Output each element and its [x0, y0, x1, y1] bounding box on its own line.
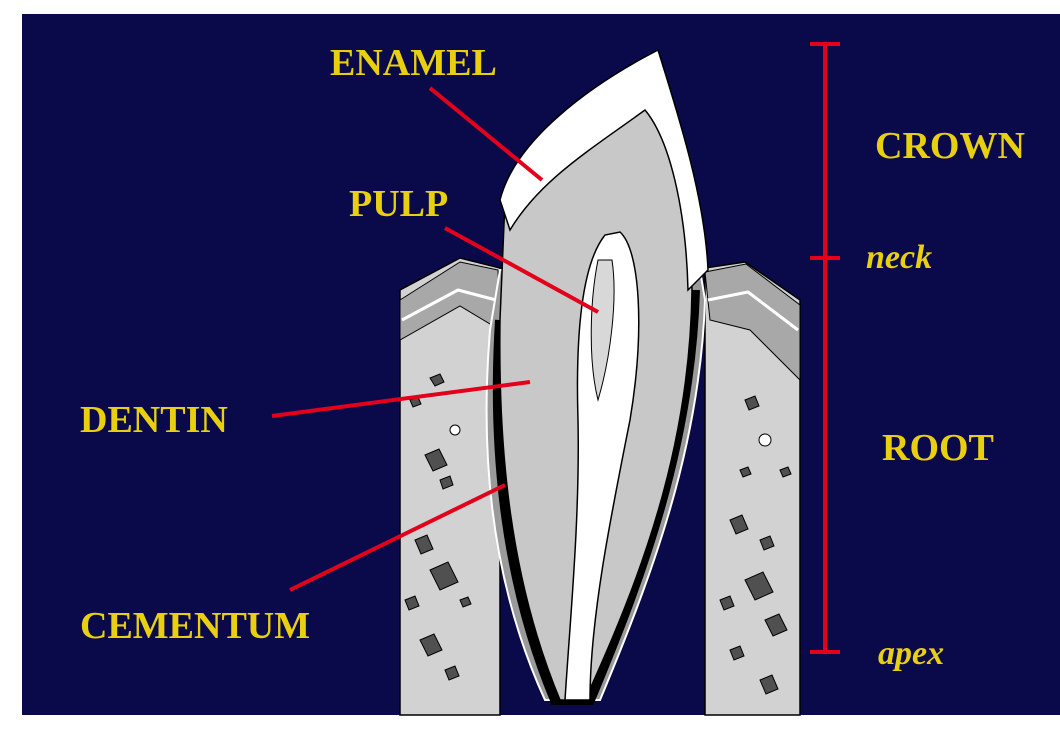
- dentin-label: DENTIN: [80, 399, 228, 441]
- scale-bar: [810, 44, 840, 652]
- pulp-label: PULP: [349, 183, 448, 225]
- enamel-pointer: [430, 88, 542, 180]
- enamel-label: ENAMEL: [330, 42, 497, 84]
- apex-label: apex: [878, 635, 944, 672]
- neck-label: neck: [866, 239, 932, 276]
- tooth: [487, 50, 708, 700]
- root-label: ROOT: [882, 427, 994, 469]
- crown-label: CROWN: [875, 125, 1025, 167]
- cementum-label: CEMENTUM: [80, 605, 310, 647]
